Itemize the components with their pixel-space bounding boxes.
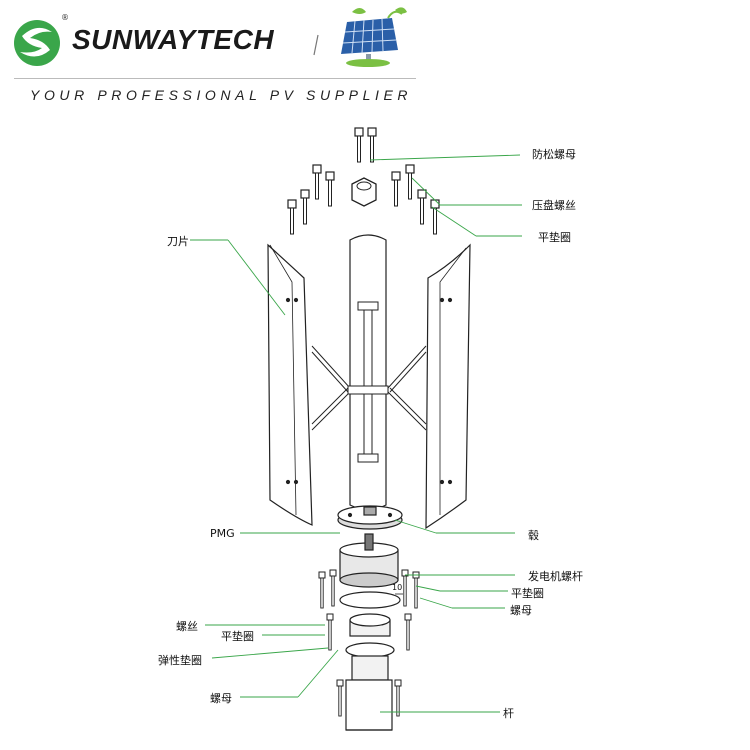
- registered-mark: ®: [61, 13, 69, 22]
- label-nut-right: 螺母: [510, 604, 532, 617]
- label-flat-washer-right: 平垫圈: [511, 587, 544, 600]
- label-dimension: 10: [392, 583, 403, 592]
- blade-arms: [311, 301, 427, 463]
- label-flat-washer-top: 平垫圈: [538, 231, 571, 244]
- label-pressure-plate-screw: 压盘螺丝: [532, 199, 576, 212]
- solar-panel-icon: [341, 7, 407, 67]
- label-nut-left: 螺母: [210, 692, 232, 705]
- brand-name: SUNWAYTECH: [72, 24, 275, 55]
- flange-parts: [339, 591, 401, 731]
- label-pmg: PMG: [210, 527, 235, 540]
- label-blade: 刀片: [167, 235, 189, 248]
- label-pole: 杆: [503, 707, 514, 720]
- slogan: YOUR PROFESSIONAL PV SUPPLIER: [30, 87, 413, 103]
- label-generator-bolt: 发电机螺杆: [528, 570, 583, 583]
- pmg-generator: [339, 533, 399, 588]
- label-screw: 螺丝: [176, 620, 198, 633]
- lock-nut-icon: [351, 177, 377, 207]
- callout-lines: [190, 154, 522, 713]
- label-flat-washer-left: 平垫圈: [221, 630, 254, 643]
- blades: [267, 234, 471, 530]
- hub-disc: [337, 505, 403, 530]
- header-divider: [14, 78, 416, 79]
- sunwaytech-logo-icon: [14, 20, 60, 66]
- label-hub: 毂: [528, 529, 539, 542]
- label-spring-washer: 弹性垫圈: [158, 654, 202, 667]
- label-lock-nut: 防松螺母: [532, 148, 576, 161]
